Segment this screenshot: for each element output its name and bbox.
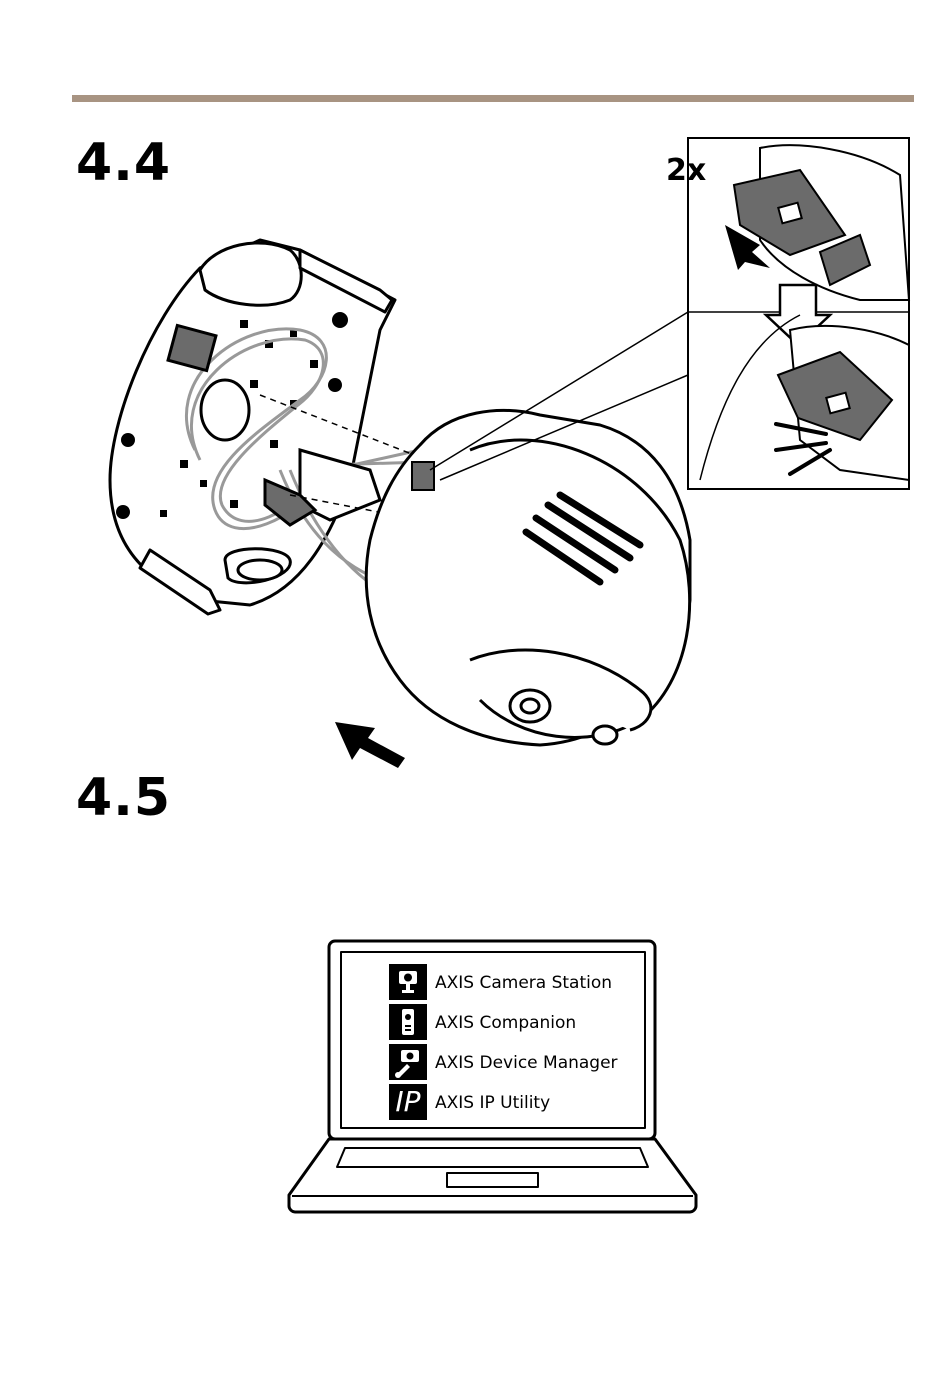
companion-icon [389,1004,427,1040]
ip-utility-icon: IP [389,1084,427,1120]
detail-multiplier: 2x [666,156,706,186]
cable-hole [201,380,249,440]
detail-inset [688,138,909,489]
software-item-companion: AXIS Companion [435,1015,576,1032]
mounting-bracket [110,240,395,614]
software-item-camera-station: AXIS Camera Station [435,975,612,992]
software-item-device-manager: AXIS Device Manager [435,1055,618,1072]
camera-station-icon [389,964,427,1000]
push-arrow [335,722,405,768]
device-manager-icon [389,1044,427,1080]
camera-clip [412,462,434,490]
software-item-ip-utility: AXIS IP Utility [435,1095,550,1112]
